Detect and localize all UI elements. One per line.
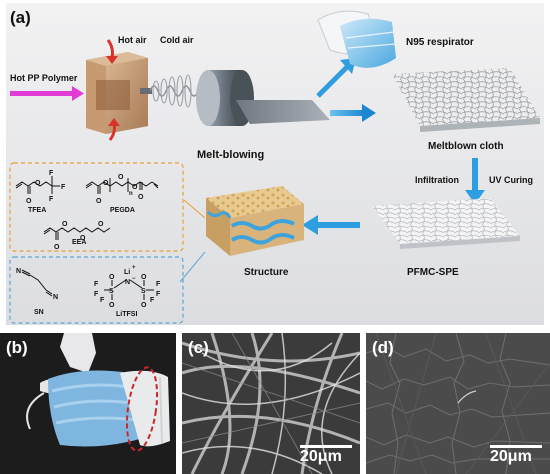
sem-fiber-texture xyxy=(182,333,360,474)
additive-box xyxy=(9,256,184,324)
connector-orange xyxy=(183,199,206,219)
fiber-coils xyxy=(152,74,192,108)
sn-structure xyxy=(21,269,53,297)
polymer-input-arrow xyxy=(10,86,84,101)
panel-b-letter: (b) xyxy=(6,338,28,357)
structure-block xyxy=(206,186,304,256)
photo-panel-b: (b) xyxy=(0,333,176,474)
structure-label: Structure xyxy=(244,267,289,278)
uv-curing-label: UV Curing xyxy=(489,175,533,185)
litfsi-s2: S xyxy=(141,288,146,295)
litfsi-o4: O xyxy=(141,302,147,309)
panel-c-scale-label: 20μm xyxy=(300,448,342,465)
tfea-structure xyxy=(15,176,60,194)
hot-air-arrows xyxy=(106,39,120,141)
sn-label: SN xyxy=(34,309,44,316)
cold-air-label: Cold air xyxy=(160,35,194,45)
litfsi-o2: O xyxy=(109,302,115,309)
sn-n1: N xyxy=(16,268,21,275)
litfsi-f5: F xyxy=(156,291,161,298)
connector-blue xyxy=(179,251,206,283)
tfea-f2: F xyxy=(61,184,66,191)
litfsi-li: Li xyxy=(124,269,130,276)
litfsi-s1: S xyxy=(109,288,114,295)
litfsi-f4: F xyxy=(156,281,161,288)
litfsi-f1: F xyxy=(94,281,99,288)
panel-a-letter: (a) xyxy=(10,8,31,27)
panel-d-scalebar xyxy=(490,445,542,448)
panel-a-background xyxy=(6,3,544,325)
mask-photo-illustration xyxy=(0,333,176,474)
sn-n2: N xyxy=(53,294,58,301)
schematic-panel-a: (a) Hot PP Polymer Hot air Cold air M xyxy=(6,3,544,325)
n95-label: N95 respirator xyxy=(406,37,474,48)
litfsi-minus: − xyxy=(132,276,136,282)
tfea-o2: O xyxy=(35,180,41,187)
meltblown-die-box xyxy=(86,52,152,134)
panel-c-letter: (c) xyxy=(188,338,209,357)
pegda-o2: O xyxy=(103,180,109,187)
hot-pp-polymer-label: Hot PP Polymer xyxy=(10,73,78,83)
pegda-o5: O xyxy=(138,194,144,201)
pegda-structure xyxy=(85,178,159,194)
n95-respirator xyxy=(317,10,396,68)
eea-o1: O xyxy=(54,244,60,251)
infiltration-label: Infiltration xyxy=(415,175,459,185)
sem-panel-d: (d) 20μm xyxy=(366,333,550,474)
pegda-o4: O xyxy=(132,184,138,191)
arrow-to-structure xyxy=(302,215,360,235)
pfmc-spe-label: PFMC-SPE xyxy=(407,267,459,278)
litfsi-label: LiTFSI xyxy=(116,311,137,318)
eea-o4: O xyxy=(98,221,104,228)
litfsi-o3: O xyxy=(141,274,147,281)
eea-o2: O xyxy=(62,221,68,228)
litfsi-plus: + xyxy=(132,265,136,271)
litfsi-structure xyxy=(104,279,154,300)
litfsi-f3: F xyxy=(100,297,105,304)
tfea-label: TFEA xyxy=(28,207,46,214)
hot-air-label: Hot air xyxy=(118,35,147,45)
tfea-o1: O xyxy=(26,198,32,205)
panel-d-scale-label: 20μm xyxy=(490,448,532,465)
collector-roll xyxy=(196,70,254,126)
tfea-f1: F xyxy=(49,170,54,177)
eea-structure xyxy=(43,227,111,240)
pegda-n: n xyxy=(129,191,133,197)
arrow-down-to-pfmc xyxy=(465,158,485,204)
sem-surface-texture xyxy=(366,333,550,474)
meltblown-sheet xyxy=(236,100,330,124)
litfsi-n: N xyxy=(125,279,130,286)
pegda-o3: O xyxy=(118,174,124,181)
pegda-o1: O xyxy=(96,198,102,205)
meltblown-cloth-label: Meltblown cloth xyxy=(428,141,504,152)
fiber-stream xyxy=(149,85,199,97)
litfsi-o1: O xyxy=(109,274,115,281)
eea-o3: O xyxy=(80,235,86,242)
monomer-box xyxy=(9,162,184,252)
arrow-to-meltblown-cloth xyxy=(330,104,376,122)
litfsi-f6: F xyxy=(150,297,155,304)
sem-panel-c: (c) 20μm xyxy=(182,333,360,474)
pegda-label: PEGDA xyxy=(110,207,135,214)
tfea-f3: F xyxy=(49,196,54,203)
meltblown-cloth xyxy=(392,68,540,132)
panel-d-letter: (d) xyxy=(372,338,394,357)
eea-label: EEA xyxy=(72,239,86,246)
panel-c-scalebar xyxy=(300,445,352,448)
litfsi-f2: F xyxy=(94,291,99,298)
pfmc-spe-film xyxy=(372,198,520,249)
melt-blowing-label: Melt-blowing xyxy=(197,149,264,161)
